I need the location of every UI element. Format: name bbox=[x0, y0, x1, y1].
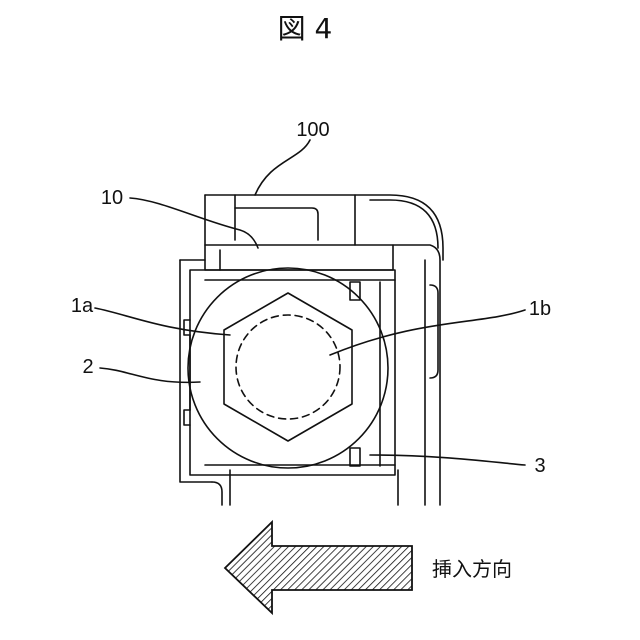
label-2: 2 bbox=[82, 356, 93, 378]
body-bottom-left-curve bbox=[212, 482, 222, 505]
holder-clip-bottom bbox=[184, 410, 190, 425]
leader-1a bbox=[95, 308, 230, 335]
insertion-arrow bbox=[225, 522, 412, 613]
leader-3 bbox=[370, 455, 525, 465]
right-rail-bump bbox=[430, 285, 438, 378]
label-10: 10 bbox=[101, 187, 123, 209]
part-10-block bbox=[205, 245, 393, 270]
shaft-dashed-circle bbox=[236, 315, 340, 419]
label-3: 3 bbox=[534, 455, 545, 477]
holder-clip-top bbox=[184, 320, 190, 335]
leader-10 bbox=[130, 198, 258, 248]
label-1a: 1a bbox=[71, 295, 94, 317]
label-100: 100 bbox=[296, 119, 329, 141]
housing-top-outline bbox=[205, 195, 443, 260]
insertion-direction-label: 挿入方向 bbox=[432, 557, 512, 581]
body-left-edge bbox=[180, 260, 212, 482]
leader-100 bbox=[255, 140, 310, 195]
housing-slot bbox=[235, 208, 318, 240]
label-1b: 1b bbox=[529, 298, 551, 320]
leader-2 bbox=[100, 368, 200, 382]
leader-1b bbox=[330, 310, 525, 355]
spring-tab-bottom bbox=[350, 448, 360, 466]
holder-frame bbox=[190, 270, 395, 475]
figure-title: 図 4 bbox=[278, 12, 333, 45]
right-rail-outer bbox=[393, 245, 440, 505]
bolt-head-circle bbox=[188, 268, 388, 468]
